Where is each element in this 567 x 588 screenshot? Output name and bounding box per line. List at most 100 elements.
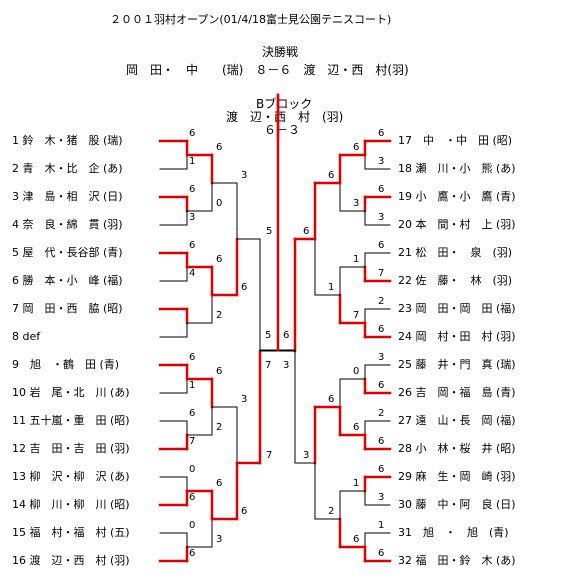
- player-left-3: 3 津 島・相 沢 (日): [12, 190, 123, 203]
- right-score-r4-1: 3: [303, 450, 310, 461]
- player-right-27: 27 遠 山・長 岡 (福): [398, 414, 516, 427]
- right-score-r1-7: 6: [378, 324, 385, 335]
- player-right-19: 19 小 鷹・小 鷹 (青): [398, 190, 516, 203]
- player-right-29: 29 麻 生・岡 崎 (羽): [398, 470, 516, 483]
- right-score-r2-2: 1: [353, 254, 360, 265]
- left-score-r2-4: 6: [216, 366, 223, 377]
- right-score-r1-0: 6: [378, 128, 385, 139]
- player-right-25: 25 藤 井・門 真 (瑞): [398, 358, 516, 371]
- right-score-r3-1: 1: [328, 282, 335, 293]
- left-score-r1-2: 6: [189, 184, 196, 195]
- player-left-13: 13 柳 沢・柳 沢 (あ): [12, 470, 130, 483]
- left-score-r1-10: 6: [189, 408, 196, 419]
- right-score-r1-13: 3: [378, 492, 385, 503]
- left-score-r3-1: 6: [241, 282, 248, 293]
- player-left-5: 5 屋 代・長谷部 (青): [12, 246, 123, 259]
- player-right-28: 28 小 林・桜 井 (昭): [398, 442, 516, 455]
- left-score-r1-12: 0: [189, 464, 196, 475]
- block-score: ６－３: [264, 123, 301, 137]
- player-left-6: 6 勝 本・小 峰 (福): [12, 274, 123, 287]
- left-score-r2-0: 6: [216, 142, 223, 153]
- player-right-32: 32 福 田・鈴 木 (あ): [398, 554, 516, 567]
- left-score-r4-1: 7: [266, 450, 273, 461]
- right-score-r2-7: 6: [353, 534, 360, 545]
- right-score-r3-2: 6: [328, 394, 335, 405]
- left-score-r2-1: 0: [216, 198, 223, 209]
- left-score-r3-0: 3: [241, 170, 248, 181]
- right-score-r1-11: 6: [378, 436, 385, 447]
- right-score-r1-10: 2: [378, 408, 385, 419]
- player-right-18: 18 瀬 川・小 熊 (あ): [398, 162, 516, 175]
- player-left-7: 7 岡 田・西 脇 (昭): [12, 302, 123, 315]
- left-score-r1-8: 6: [189, 352, 196, 363]
- player-left-8: 8 def: [12, 330, 41, 343]
- left-score-r4-0: 5: [266, 226, 273, 237]
- block-winner: 渡 辺・西 村 (羽): [226, 110, 344, 124]
- player-left-4: 4 奈 良・綿 貫 (羽): [12, 218, 123, 231]
- left-score-r1-0: 6: [189, 128, 196, 139]
- player-right-17: 17 中 ・中 田 (昭): [398, 134, 513, 147]
- right-score-r1-8: 3: [378, 352, 385, 363]
- left-score-r2-6: 6: [216, 478, 223, 489]
- right-score-r1-12: 6: [378, 464, 385, 475]
- right-score-r2-0: 6: [353, 142, 360, 153]
- left-score-r1-13: 6: [189, 492, 196, 503]
- final-label: 決勝戦: [262, 45, 299, 59]
- player-left-2: 2 青 木・比 企 (あ): [12, 162, 123, 175]
- right-score-r4-0: 6: [303, 226, 310, 237]
- player-right-21: 21 松 田・ 泉 (羽): [398, 246, 513, 259]
- player-left-12: 12 吉 田・吉 田 (羽): [12, 442, 130, 455]
- player-right-26: 26 吉 岡・福 島 (青): [398, 386, 516, 399]
- player-right-24: 24 岡 村・田 村 (羽): [398, 330, 516, 343]
- right-score-r1-3: 3: [378, 212, 385, 223]
- player-right-30: 30 藤 中・阿 良 (日): [398, 498, 516, 511]
- left-score-r1-14: 0: [189, 520, 196, 531]
- final-score-left-bottom: 7: [265, 360, 272, 371]
- left-score-r1-4: 6: [189, 240, 196, 251]
- final-score-left-top: 5: [265, 330, 272, 341]
- left-score-r3-2: 3: [241, 394, 248, 405]
- player-right-22: 22 佐 藤・ 林 (羽): [398, 274, 513, 287]
- page-title: ２００１羽村オープン(01/4/18富士見公園テニスコート): [110, 13, 392, 26]
- player-left-14: 14 柳 川・柳 川 (昭): [12, 498, 130, 511]
- right-score-r2-1: 3: [353, 198, 360, 209]
- player-right-20: 20 本 間・村 上 (羽): [398, 218, 516, 231]
- right-score-r1-9: 6: [378, 380, 385, 391]
- right-score-r1-2: 6: [378, 184, 385, 195]
- right-score-r1-14: 1: [378, 520, 385, 531]
- right-score-r3-3: 2: [328, 506, 335, 517]
- player-right-31: 31 旭 ・ 旭 (青): [398, 526, 509, 539]
- left-score-r1-5: 4: [189, 268, 196, 279]
- right-score-r1-1: 3: [378, 156, 385, 167]
- right-score-r1-4: 6: [378, 240, 385, 251]
- left-score-r1-11: 7: [189, 436, 196, 447]
- right-score-r2-5: 6: [353, 422, 360, 433]
- right-score-r1-6: 2: [378, 296, 385, 307]
- left-score-r2-2: 6: [216, 254, 223, 265]
- right-score-r3-0: 6: [328, 170, 335, 181]
- player-left-15: 15 福 村・福 村 (五): [12, 526, 130, 539]
- player-left-9: 9 旭 ・鶴 田 (青): [12, 358, 120, 371]
- left-score-r2-5: 2: [216, 422, 223, 433]
- right-score-r2-6: 1: [353, 478, 360, 489]
- right-score-r1-15: 6: [378, 548, 385, 559]
- left-score-r1-15: 6: [189, 548, 196, 559]
- final-score-right-top: 6: [283, 330, 290, 341]
- right-score-r2-3: 7: [353, 310, 360, 321]
- left-score-r3-3: 6: [241, 506, 248, 517]
- final-score-right-bottom: 3: [283, 360, 290, 371]
- left-score-r2-3: 2: [216, 310, 223, 321]
- player-left-10: 10 岩 尾・北 川 (あ): [12, 386, 130, 399]
- left-score-r1-3: 3: [189, 212, 196, 223]
- player-right-23: 23 岡 田・岡 田 (福): [398, 302, 516, 315]
- player-left-16: 16 渡 辺・西 村 (羽): [12, 554, 130, 567]
- player-left-11: 11 五十嵐・重 田 (昭): [12, 414, 130, 427]
- right-score-r1-5: 7: [378, 268, 385, 279]
- left-score-r1-9: 1: [189, 380, 196, 391]
- left-score-r2-7: 3: [216, 534, 223, 545]
- block-label: Bブロック: [256, 97, 313, 111]
- final-result: 岡 田・ 中 (瑞) ８－６ 渡 辺・西 村(羽): [126, 63, 409, 77]
- right-score-r2-4: 0: [353, 366, 360, 377]
- player-left-1: 1 鈴 木・猪 股 (瑞): [12, 134, 123, 147]
